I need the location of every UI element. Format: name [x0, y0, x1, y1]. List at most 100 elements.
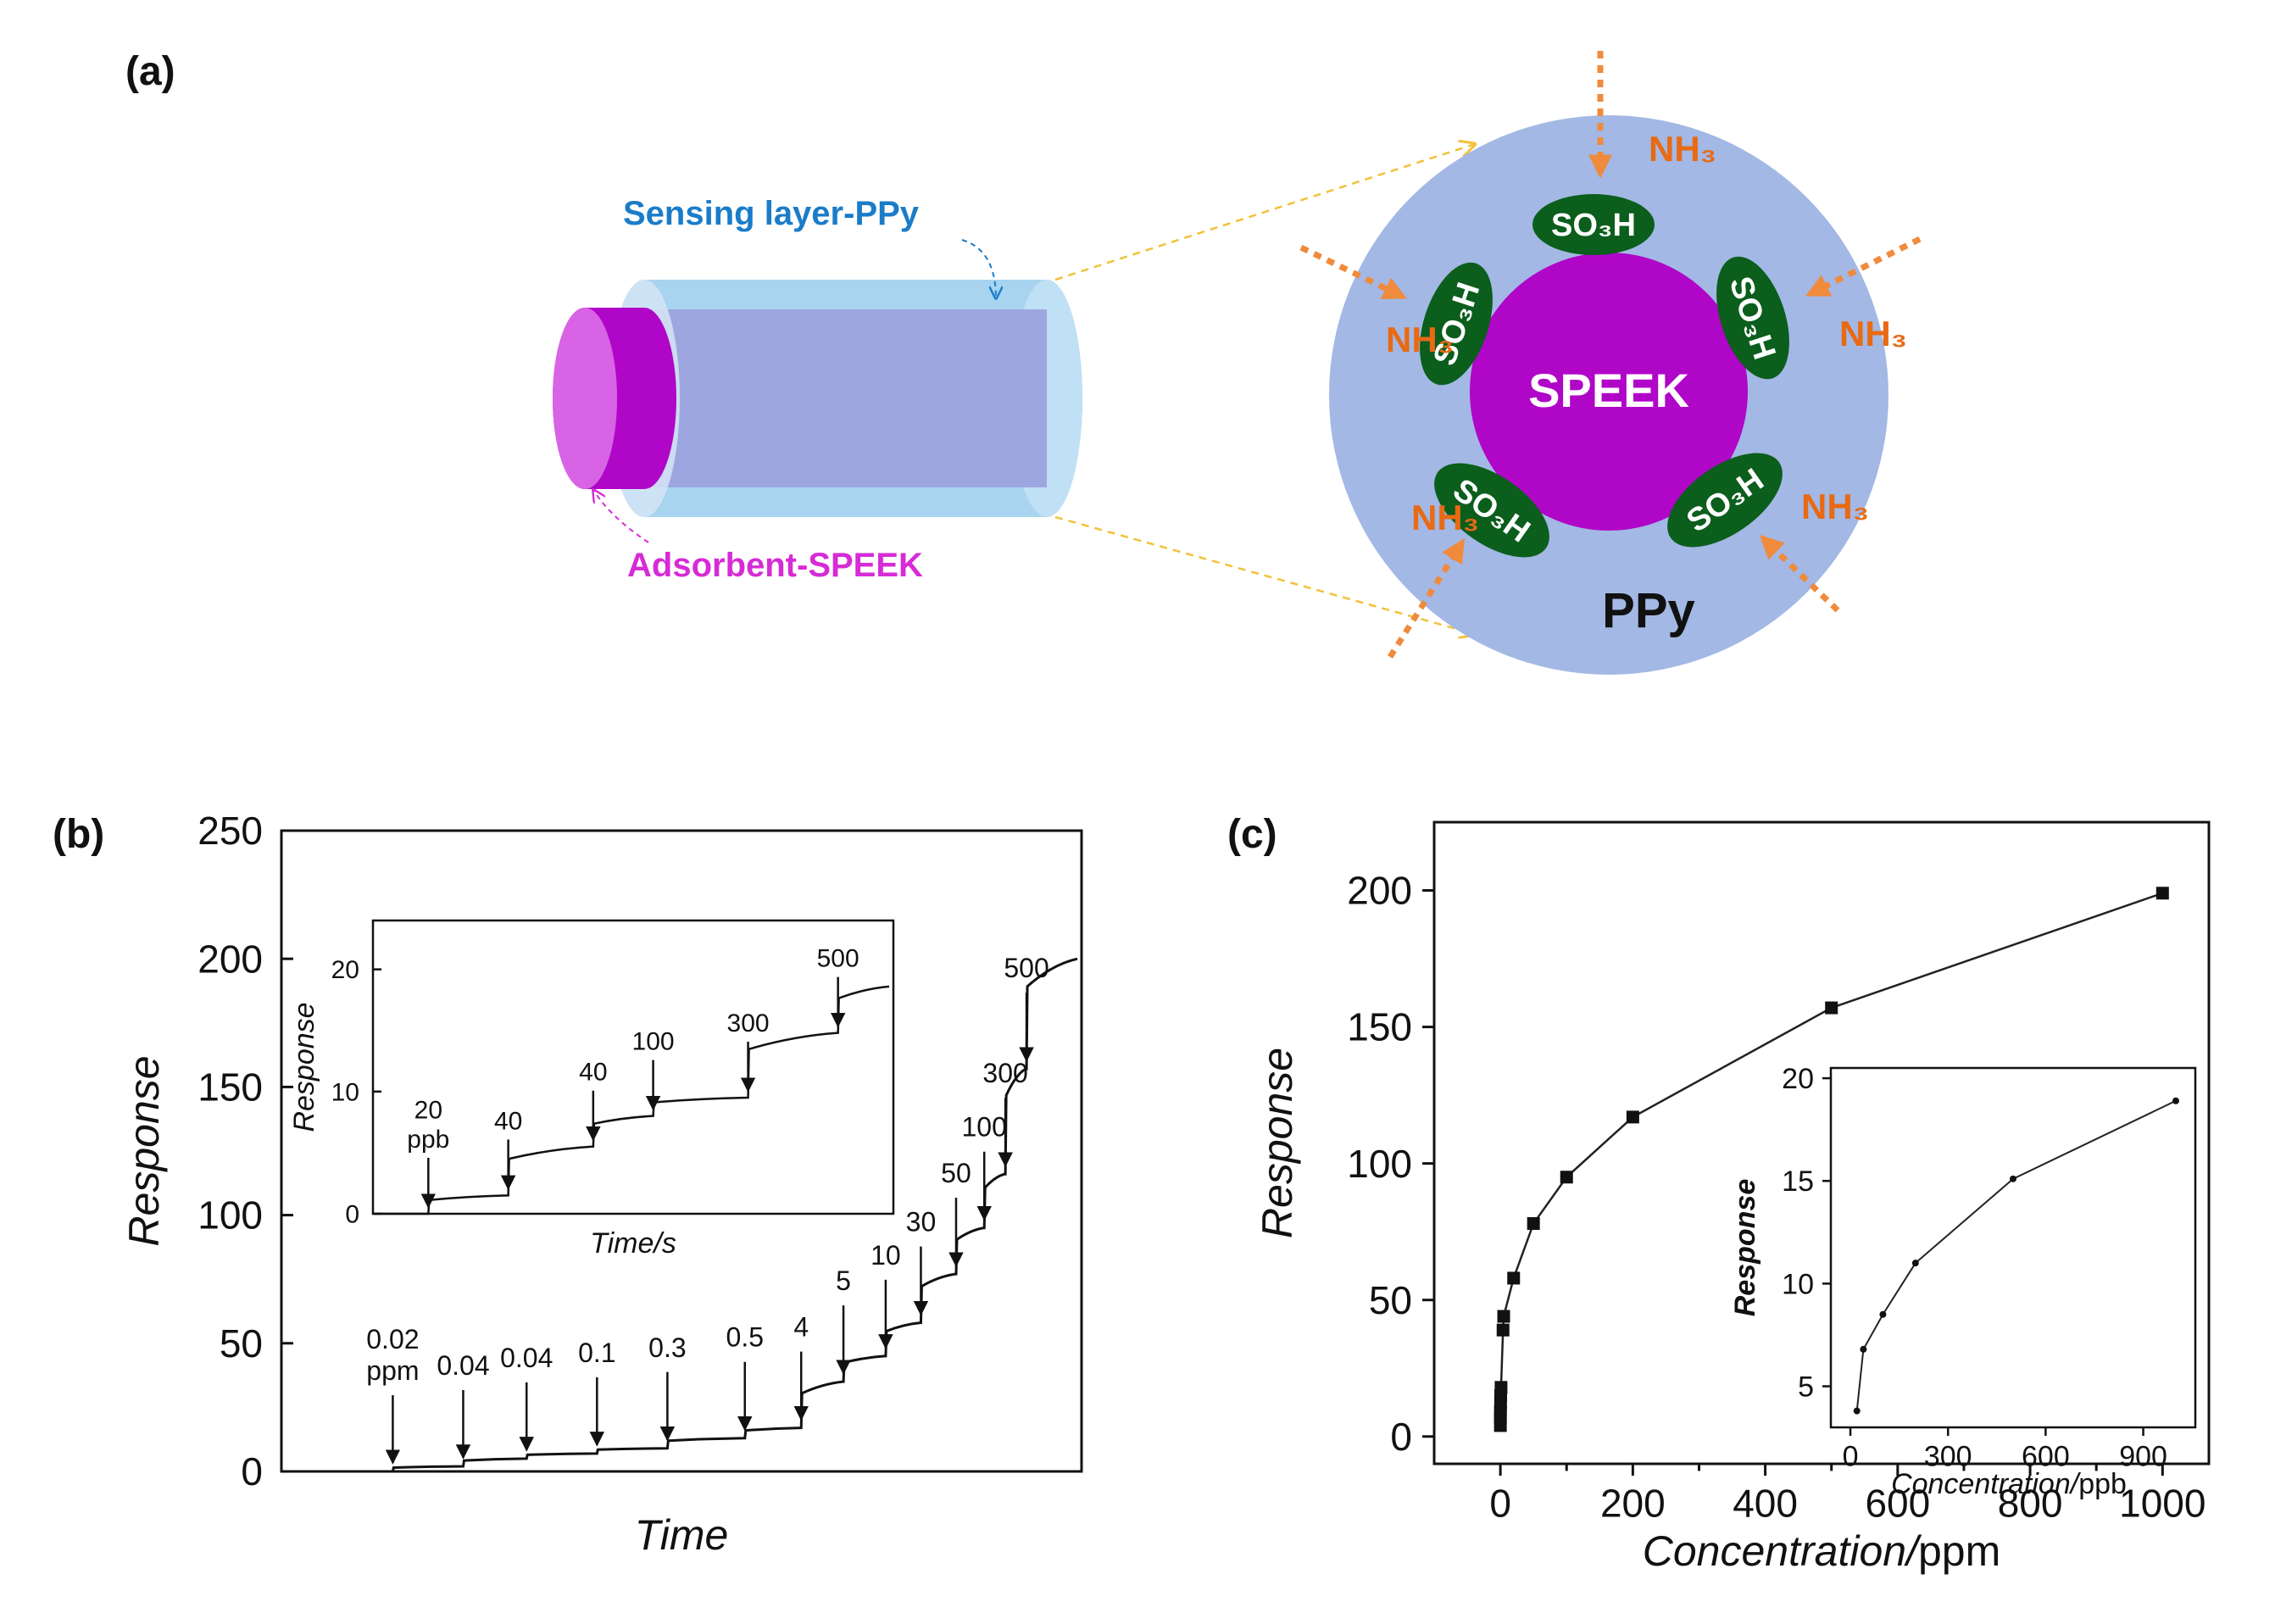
y-tick-label: 0: [241, 1449, 263, 1493]
nh3-label: NH₃: [1411, 498, 1479, 537]
step-label: 300: [982, 1058, 1027, 1088]
sensing-layer-pointer: [961, 239, 996, 298]
nh3-label: NH₃: [1386, 320, 1454, 359]
x-tick-label: 400: [1733, 1481, 1798, 1525]
step-label: 0.04: [500, 1343, 553, 1373]
step-label: ppm: [366, 1355, 419, 1386]
data-point: [1825, 1001, 1838, 1015]
nh3-arrow: [1299, 244, 1408, 300]
data-point: [1911, 1260, 1919, 1267]
x-tick-label: 1000: [2119, 1481, 2205, 1525]
step-label: 30: [906, 1207, 937, 1237]
x-axis-label-quantity: Concentration/: [1643, 1527, 1922, 1575]
x-tick-label: 0: [1489, 1481, 1511, 1525]
step-label: 0.3: [648, 1332, 686, 1363]
x-tick-label: 600: [2022, 1441, 2070, 1473]
y-tick-label: 50: [1369, 1278, 1412, 1322]
y-axis-label: Response: [288, 1002, 320, 1132]
adsorbent-label: Adsorbent-SPEEK: [627, 547, 923, 584]
step-label: 4: [793, 1312, 809, 1343]
data-point: [1879, 1310, 1887, 1318]
speek-core-end: [553, 308, 617, 489]
data-point: [1497, 1310, 1510, 1323]
nh3-label: NH₃: [1839, 314, 1907, 353]
y-tick-label: 150: [197, 1065, 263, 1110]
x-tick-label: 800: [1998, 1481, 2063, 1525]
y-axis-label: Response: [1254, 1048, 1301, 1238]
speek-core-label: SPEEK: [1528, 364, 1689, 417]
zoom-line-top: [1054, 144, 1475, 281]
plot-frame: [1829, 1066, 2197, 1429]
y-tick-label: 250: [197, 809, 263, 853]
step-label: 20: [414, 1097, 442, 1125]
nh3-molecules: NH₃ NH₃ NH₃ NH₃ NH₃: [1299, 51, 1922, 659]
y-tick-label: 15: [1782, 1165, 1814, 1198]
so3h-label: SO₃H: [1551, 208, 1636, 243]
y-tick-label: 100: [1347, 1142, 1412, 1186]
so3h-ellipse: [1434, 463, 1549, 558]
x-tick-label: 0: [1843, 1441, 1859, 1473]
step-label: 50: [941, 1158, 971, 1188]
data-point: [1496, 1323, 1510, 1337]
so3h-ellipse: [1532, 194, 1655, 255]
step-label: 40: [579, 1059, 607, 1087]
step-label: 5: [836, 1265, 851, 1296]
plot-frame: [280, 829, 1083, 1473]
plot-frame: [371, 919, 895, 1215]
response-line: [283, 957, 1078, 1473]
y-tick-label: 50: [220, 1321, 263, 1365]
data-point: [1626, 1110, 1639, 1124]
panel-label-c: (c): [1227, 812, 1277, 857]
so3h-ellipse: [1716, 256, 1789, 380]
x-axis-label: Concentration/ppm: [1643, 1527, 2000, 1575]
series-line: [1855, 1099, 2177, 1411]
ppy-shell-label: PPy: [1602, 583, 1695, 638]
zoom-line-bottom: [1054, 515, 1475, 634]
x-tick-label: 900: [2119, 1441, 2167, 1473]
panel-label-a: (a): [125, 49, 175, 94]
step-label: 500: [817, 945, 859, 973]
x-axis-label-unit: ppb: [2078, 1468, 2127, 1500]
data-point: [1853, 1407, 1861, 1415]
step-label: ppb: [407, 1126, 449, 1154]
adsorbent-pointer: [593, 490, 649, 543]
data-point: [1494, 1381, 1508, 1394]
data-point: [1860, 1345, 1867, 1353]
x-tick-label: 300: [1924, 1441, 1972, 1473]
x-tick-label: 600: [1865, 1481, 1930, 1525]
y-tick-label: 200: [1347, 869, 1412, 913]
speek-core: [1470, 253, 1748, 531]
so3h-group: SO₃H: [1716, 256, 1789, 380]
x-axis-label-unit: ppm: [1918, 1527, 2000, 1575]
fiber-tube: [553, 280, 1082, 517]
y-axis-label: Response: [1729, 1179, 1761, 1317]
step-label: 100: [632, 1028, 675, 1056]
step-label: 10: [871, 1240, 901, 1271]
step-label: 100: [962, 1112, 1007, 1143]
y-tick-label: 0: [345, 1201, 359, 1229]
x-tick-label: 200: [1600, 1481, 1666, 1525]
y-tick-label: 20: [331, 956, 359, 984]
step-label: 0.04: [437, 1350, 489, 1381]
response-line: [375, 985, 890, 1215]
so3h-group: SO₃H: [1532, 194, 1655, 255]
plot-frame: [1432, 820, 2211, 1465]
data-point: [2172, 1097, 2179, 1104]
x-axis-label: Time: [635, 1511, 729, 1559]
nh3-label: NH₃: [1649, 129, 1716, 169]
step-label: 500: [1004, 953, 1049, 983]
nh3-label: NH₃: [1801, 487, 1869, 526]
data-point: [1507, 1271, 1521, 1285]
data-point: [2010, 1175, 2016, 1182]
y-tick-label: 10: [331, 1078, 359, 1106]
nh3-arrow: [1759, 535, 1840, 613]
sensing-layer-label: Sensing layer-PPy: [623, 195, 920, 232]
step-label: 300: [727, 1009, 770, 1037]
y-tick-label: 0: [1390, 1415, 1412, 1459]
data-point: [2155, 887, 2169, 900]
y-tick-label: 10: [1782, 1268, 1814, 1300]
